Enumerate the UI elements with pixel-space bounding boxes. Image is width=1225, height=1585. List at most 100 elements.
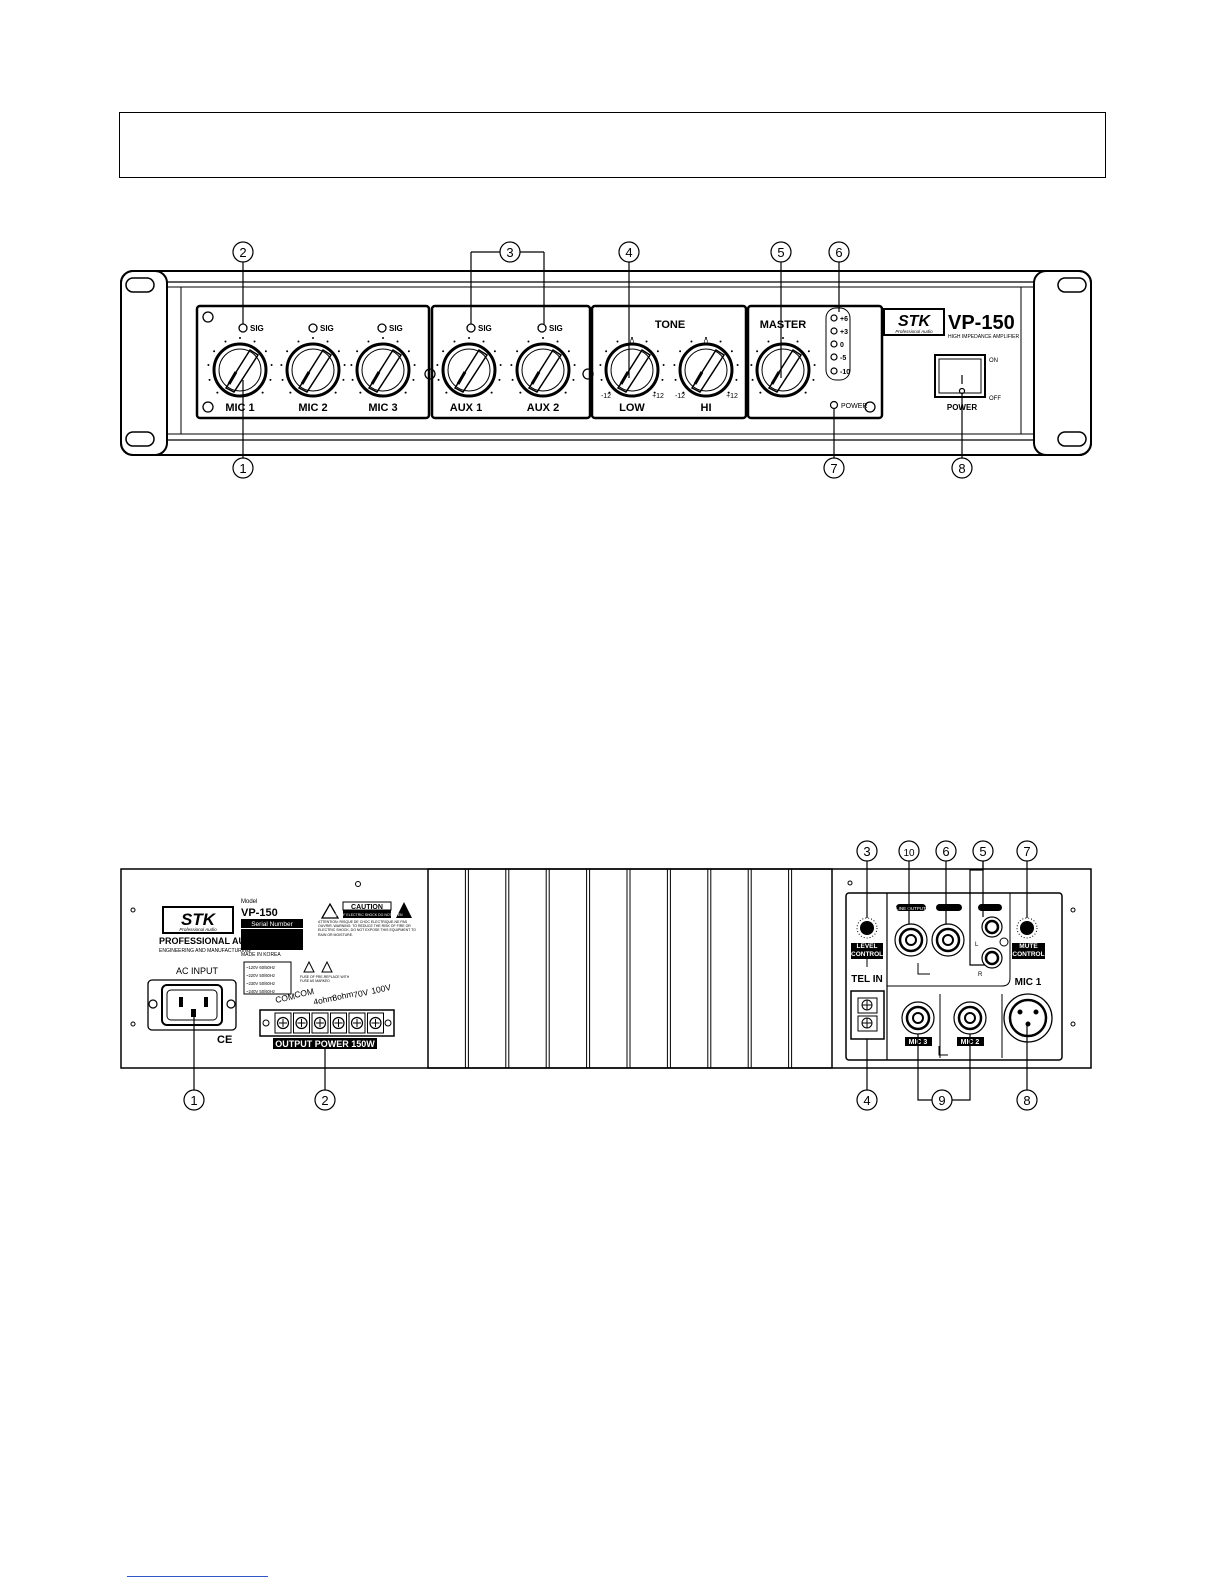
sig-label: SIG: [320, 324, 334, 333]
callout-6: 6: [835, 245, 842, 260]
tel-in-label: TEL IN: [851, 974, 882, 985]
ce-mark: CE: [217, 1034, 232, 1046]
master-title: MASTER: [760, 319, 807, 331]
master-knob[interactable]: [750, 337, 816, 398]
fuse-text: FUSE OF PRE-REPLACE WITH FUSE AS MARKED: [300, 975, 350, 983]
aux1-label: AUX 1: [450, 402, 482, 414]
rear-callout-8: 8: [1023, 1093, 1030, 1108]
line-output-jack: [894, 923, 928, 957]
rear-callout-5: 5: [979, 844, 986, 859]
mic1-label: MIC 1: [225, 402, 254, 414]
rear-callout-7: 7: [1023, 844, 1030, 859]
led-label: 0: [840, 342, 844, 349]
rca-r-label: R: [978, 972, 983, 978]
speaker-terminal: [348, 1012, 366, 1034]
level-control-knob[interactable]: [860, 921, 874, 935]
terminal-screw-slot: [279, 1019, 287, 1027]
sig-label: SIG: [250, 324, 264, 333]
term-4ohm: 4ohm: [312, 993, 335, 1007]
low-center: 0: [630, 339, 634, 346]
mic1-xlr-jack: [1003, 993, 1053, 1043]
sig-label: SIG: [549, 324, 563, 333]
callout-5: 5: [777, 245, 784, 260]
rear-brand-sub: Professional Audio: [179, 927, 217, 932]
terminal-strip: [259, 1009, 395, 1037]
speaker-terminal: [293, 1012, 310, 1034]
low-min: -12: [601, 393, 611, 400]
rack-hole-bl: [125, 431, 155, 447]
caution-label: CAUTION: [351, 904, 383, 911]
brand-sub: Professional Audio: [895, 329, 933, 334]
terminal-screw-slot: [371, 1019, 380, 1027]
mic2-knob[interactable]: [280, 337, 346, 398]
power-led-label: POWER: [841, 403, 867, 410]
terminal-screw-slot: [297, 1019, 306, 1027]
low-label: LOW: [619, 402, 645, 414]
mic3-knob[interactable]: [350, 337, 416, 398]
term-8ohm: 8ohm: [331, 989, 354, 1003]
rear-brand: STK: [181, 910, 217, 929]
rack-hole-br: [1057, 431, 1087, 447]
sig-leds: [238, 323, 547, 333]
term-100v: 100V: [370, 982, 392, 996]
tone-title: TONE: [655, 319, 685, 331]
voltage: ~230V 50/60Hz: [246, 981, 275, 986]
hi-min: -12: [675, 393, 685, 400]
rack-hole-tl: [125, 277, 155, 293]
hi-max: +12: [726, 393, 738, 400]
rear-callout-3: 3: [863, 844, 870, 859]
rear-callout-4: 4: [863, 1093, 870, 1108]
tone-section: [590, 304, 748, 420]
low-knob[interactable]: [599, 337, 665, 398]
rear-callout-10: 10: [903, 848, 915, 859]
ac-inlet-flange: [147, 979, 237, 1031]
voltage: ~220V 50/60Hz: [246, 973, 275, 978]
sig-label: SIG: [478, 324, 492, 333]
callout-3: 3: [506, 245, 513, 260]
switch-on: ON: [989, 358, 998, 364]
hi-label: HI: [701, 402, 712, 414]
callout-4: 4: [625, 245, 632, 260]
front-panel-diagram: SIG SIG SIG SIG SIG MIC 1 MIC 2 MIC 3 AU…: [120, 241, 1092, 479]
brand-logo: STK: [898, 313, 931, 330]
footer-link-line: [127, 1576, 268, 1577]
rca-r-jack: [981, 947, 1003, 969]
led-label: +6: [840, 316, 848, 323]
sig-label: SIG: [389, 324, 403, 333]
power-switch[interactable]: [934, 354, 986, 398]
rear-stk-logo: [162, 906, 234, 934]
aux2-knob[interactable]: [510, 337, 576, 398]
rear-callout-6: 6: [942, 844, 949, 859]
rear-callout-9: 9: [938, 1093, 945, 1108]
rear-model: VP-150: [241, 907, 278, 919]
mic1-knob[interactable]: [207, 337, 273, 398]
rca-l-label: L: [975, 942, 979, 948]
voltage: ~240V 50/60Hz: [246, 989, 275, 994]
speaker-terminal: [330, 1012, 347, 1034]
ac-inlet-socket: [161, 984, 223, 1026]
speaker-terminal: [311, 1012, 329, 1034]
rear-engineering: ENGINEERING AND MANUFACTURING: [159, 948, 251, 954]
line-output-label: LINE OUTPUT: [896, 906, 926, 911]
mic-section: [195, 304, 431, 420]
mute-control-knob[interactable]: [1020, 921, 1034, 935]
rear-callout-2: 2: [321, 1093, 328, 1108]
voltage: ~120V 60/50Hz: [246, 965, 275, 970]
low-max: +12: [652, 393, 664, 400]
hi-knob[interactable]: [673, 337, 739, 398]
model-caption: Model: [241, 899, 257, 905]
callout-1: 1: [239, 461, 246, 476]
term-com1: COM: [274, 991, 295, 1005]
terminal-screw: [295, 1016, 308, 1030]
terminal-screw-slot: [334, 1019, 343, 1027]
led-label: -10: [840, 369, 850, 376]
model-sub: HIGH IMPEDANCE AMPLIFIER: [948, 334, 1020, 340]
speaker-terminal: [367, 1012, 384, 1034]
led-label: +3: [840, 329, 848, 336]
mic1-xlr-label: MIC 1: [1015, 977, 1042, 988]
mic2-label: MIC 2: [298, 402, 327, 414]
led-label: -5: [840, 355, 846, 362]
made-in: MADE IN KOREA: [241, 952, 281, 958]
master-section: [746, 304, 884, 420]
aux1-knob[interactable]: [436, 337, 502, 398]
